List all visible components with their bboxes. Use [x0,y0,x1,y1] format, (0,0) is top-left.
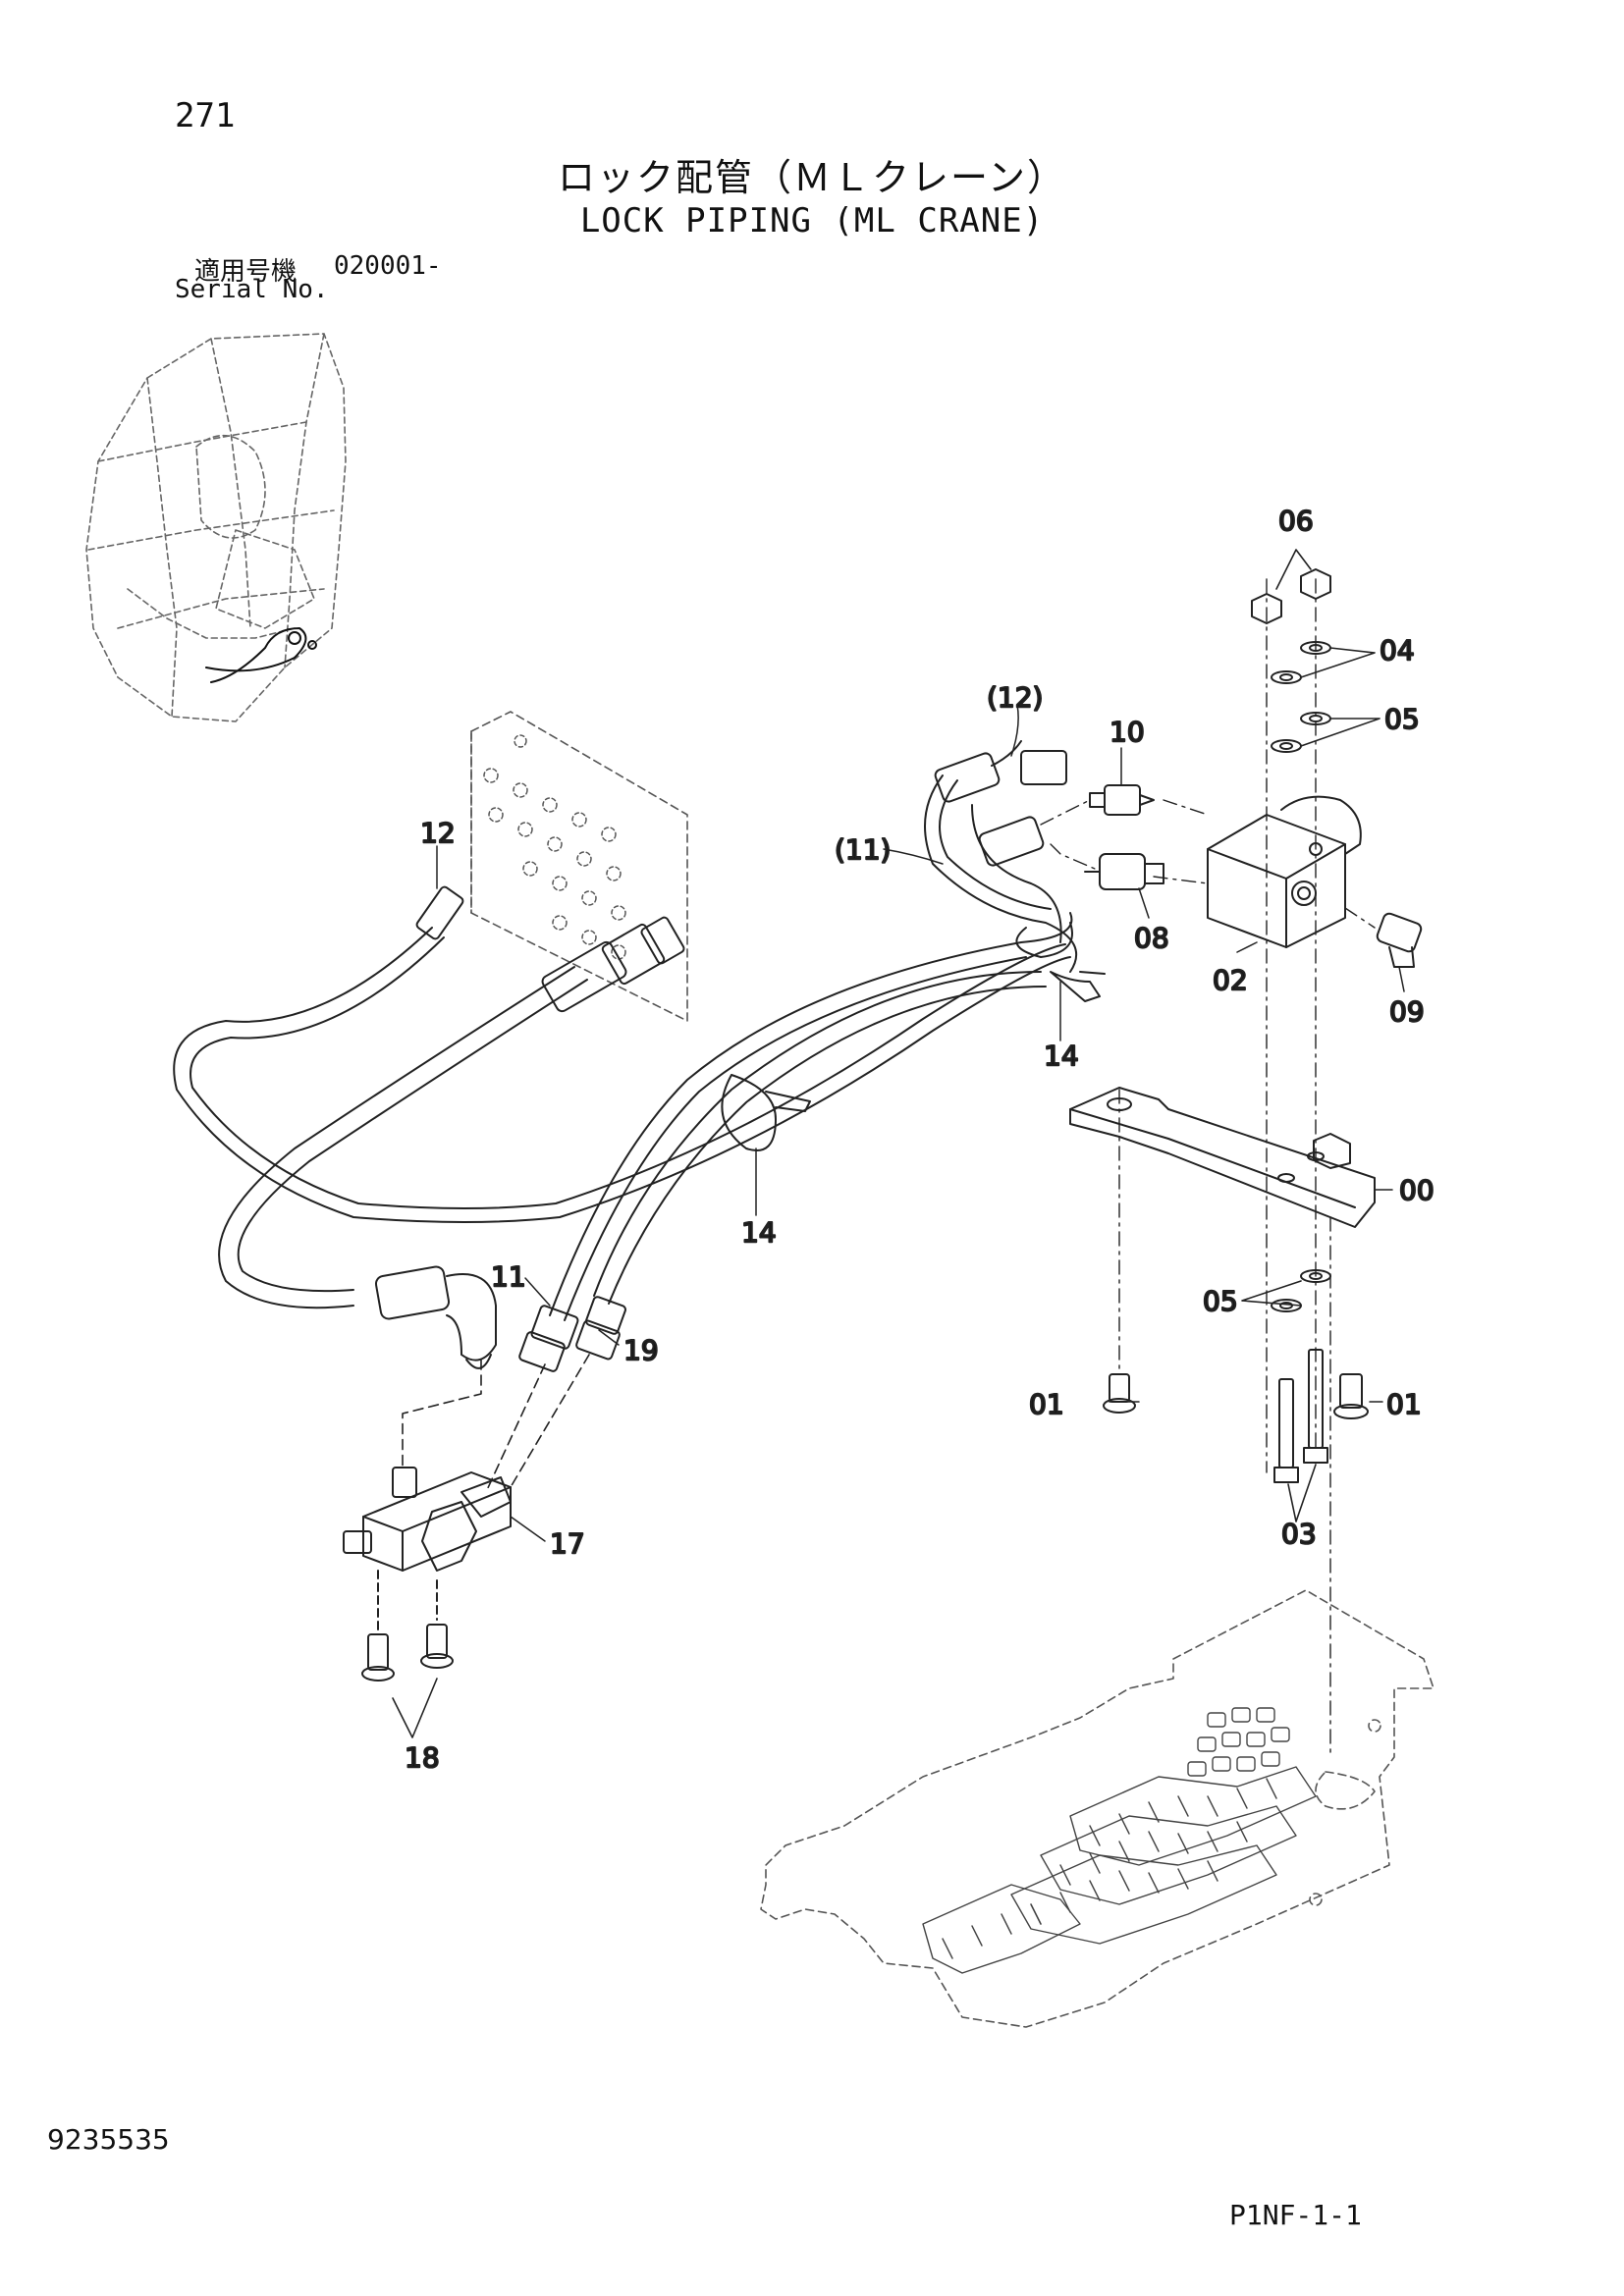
document-number: 9235535 [47,2123,170,2156]
page-number: 271 [175,96,236,135]
floor-mat-grip-pattern [922,1707,1317,1974]
callout-12-bracketed: (12) [987,681,1043,714]
bracket-00 [1069,1087,1376,1228]
manifold-block-17 [343,1467,512,1572]
serial-label-english: Serial No. [175,275,329,304]
hose-11 [549,912,1073,1321]
callout-05-upper: 05 [1384,703,1420,735]
assembly-centerlines [1040,578,1376,1758]
callout-05-lower: 05 [1203,1285,1238,1317]
callout-02: 02 [1213,964,1248,996]
fitting-10 [1089,784,1155,816]
serial-value: 020001- [334,251,442,281]
long-bolts-03 [1273,1349,1328,1522]
clamp-14-upper [1050,971,1106,1002]
title-japanese: ロック配管（ＭＬクレーン） [557,156,1067,199]
callout-11-bracketed: (11) [835,833,891,866]
title-english: LOCK PIPING (ML CRANE) [579,201,1045,240]
callout-01-left: 01 [1029,1388,1064,1420]
callout-14-upper: 14 [1044,1040,1079,1072]
fitting-19 [575,1296,626,1361]
callout-06: 06 [1278,505,1314,537]
callout-01-right: 01 [1386,1388,1422,1420]
washers-05-lower [1241,1269,1331,1312]
callout-03: 03 [1281,1518,1317,1550]
bolt-01-right [1333,1373,1369,1419]
callout-10: 10 [1110,716,1145,748]
callout-18: 18 [405,1741,440,1774]
callout-17: 17 [550,1527,585,1560]
callout-04: 04 [1380,634,1415,667]
callout-00: 00 [1399,1174,1435,1206]
valve-block-02 [1207,795,1362,948]
hose-12-end-fitting [415,885,685,1013]
nuts-06 [1251,549,1331,624]
hose-12 [173,927,1071,1309]
hose-12-upper-fitting [934,740,1067,867]
washers-04 [1271,641,1376,684]
bolt-01-left [1103,1373,1136,1414]
bolts-18 [361,1570,454,1738]
serial-label-japanese: 適用号機 [194,257,298,287]
washers-05-upper [1271,712,1380,753]
fitting-08 [1084,853,1164,890]
manifold-hose-connections [402,1354,590,1493]
hose-12-elbow-fitting [374,1265,497,1369]
cab-overview-thumbnail [85,333,347,722]
cab-harness-highlight [205,627,317,683]
callout-19: 19 [623,1334,659,1366]
callout-12: 12 [420,817,456,849]
hose-11-loop [924,774,1078,973]
fitting-09 [1376,912,1423,968]
mounting-plate-holes [483,734,626,960]
sheet-code: P1NF-1-1 [1229,2199,1362,2231]
fitting-11 [518,1305,579,1372]
callout-leaders [436,704,1405,1542]
clamp-14-lower [721,1074,811,1151]
floor-mat [760,1589,1435,2028]
callout-14-lower: 14 [741,1216,777,1249]
callout-09: 09 [1389,995,1425,1028]
callout-08: 08 [1134,922,1169,954]
mounting-plate [470,711,688,1022]
callout-11: 11 [491,1260,526,1293]
